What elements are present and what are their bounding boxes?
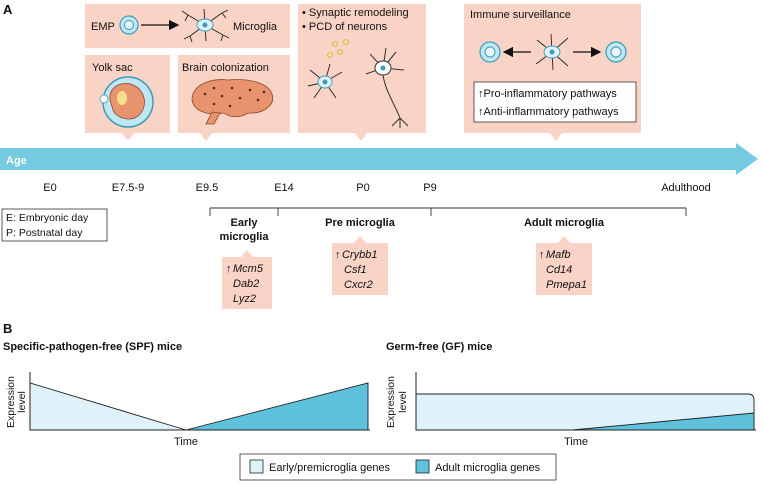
spf-ylabel-line2: level bbox=[16, 391, 28, 413]
tick-e0: E0 bbox=[43, 182, 56, 194]
tick-p9: P9 bbox=[423, 182, 436, 194]
tick-e14: E14 bbox=[274, 182, 294, 194]
adult-genes-arrow: ↑ bbox=[539, 249, 545, 261]
stage-adult-microglia: Adult microglia ↑ Mafb Cd14 Pmepa1 bbox=[524, 217, 605, 295]
embryonic-day-legend: E: Embryonic day bbox=[6, 212, 89, 224]
brain-colonization-box: Brain colonization bbox=[178, 55, 290, 141]
brain-icon bbox=[191, 79, 274, 125]
synaptic-remodeling-box: • Synaptic remodeling • PCD of neurons bbox=[298, 4, 426, 141]
panel-a-label: A bbox=[3, 2, 13, 17]
stage-pre-title: Pre microglia bbox=[325, 217, 396, 229]
early-genes-box bbox=[222, 257, 272, 309]
age-label: Age bbox=[6, 155, 27, 167]
spf-early-genes-area bbox=[29, 382, 187, 431]
spf-ylabel-line1: Expression bbox=[5, 376, 17, 428]
gf-ylabel-line2: level bbox=[397, 391, 409, 413]
gene-legend: Early/premicroglia genes Adult microglia… bbox=[239, 453, 557, 481]
spf-plot: Expression level Time bbox=[5, 372, 370, 448]
timepoint-labels: E0 E7.5-9 E9.5 E14 P0 P9 Adulthood bbox=[43, 182, 711, 194]
age-timeline: Age bbox=[0, 143, 758, 175]
stage-early-title-line2: microglia bbox=[220, 231, 270, 243]
surveillance-microglia-icon bbox=[535, 33, 569, 71]
bullet-pcd-neurons: • PCD of neurons bbox=[302, 21, 388, 33]
tick-p0: P0 bbox=[356, 182, 369, 194]
pre-gene-2: Csf1 bbox=[344, 264, 367, 276]
pre-genes-box bbox=[332, 243, 388, 295]
legend-early-label: Early/premicroglia genes bbox=[269, 462, 391, 474]
yolk-sac-label: Yolk sac bbox=[92, 62, 133, 74]
microglia-cell-icon bbox=[181, 8, 230, 43]
legend-adult-label: Adult microglia genes bbox=[435, 462, 541, 474]
spf-xlabel: Time bbox=[174, 436, 198, 448]
anti-inflammatory-label: ↑Anti-inflammatory pathways bbox=[478, 106, 619, 118]
gf-plot: Expression level Time bbox=[385, 372, 756, 448]
gf-title: Germ-free (GF) mice bbox=[386, 341, 492, 353]
pre-gene-3: Cxcr2 bbox=[344, 279, 373, 291]
tick-e9-5: E9.5 bbox=[196, 182, 219, 194]
early-gene-3: Lyz2 bbox=[233, 293, 256, 305]
stage-bracket bbox=[209, 207, 687, 216]
pathways-box bbox=[473, 81, 637, 123]
emp-microglia-box: EMP Microglia bbox=[85, 4, 290, 48]
spf-title: Specific-pathogen-free (SPF) mice bbox=[3, 341, 182, 353]
gf-ylabel-line1: Expression bbox=[385, 376, 397, 428]
microglia-label: Microglia bbox=[233, 21, 278, 33]
stage-adult-title: Adult microglia bbox=[524, 217, 605, 229]
right-cell-icon bbox=[605, 41, 627, 63]
pre-genes-arrow: ↑ bbox=[335, 249, 341, 261]
immune-surveillance-box: Immune surveillance ↑Pro-inflammatory pa… bbox=[464, 4, 641, 141]
tick-adulthood: Adulthood bbox=[661, 182, 711, 194]
left-cell-icon bbox=[479, 41, 501, 63]
embryo-icon bbox=[99, 76, 154, 128]
immune-surveillance-label: Immune surveillance bbox=[470, 9, 571, 21]
emp-cell-icon bbox=[119, 15, 139, 35]
tick-e7-5-9: E7.5-9 bbox=[112, 182, 144, 194]
adult-gene-1: Mafb bbox=[546, 249, 570, 261]
adult-gene-2: Cd14 bbox=[546, 264, 572, 276]
pre-gene-1: Crybb1 bbox=[342, 249, 377, 261]
early-gene-2: Dab2 bbox=[233, 278, 259, 290]
early-genes-arrow: ↑ bbox=[226, 263, 232, 275]
synapse-dots-icon bbox=[327, 39, 349, 58]
spf-adult-genes-area bbox=[185, 382, 369, 431]
day-legend-box: E: Embryonic day P: Postnatal day bbox=[1, 208, 108, 242]
stage-pre-microglia: Pre microglia ↑ Crybb1 Csf1 Cxcr2 bbox=[325, 217, 396, 295]
adult-genes-box bbox=[536, 243, 592, 295]
legend-swatch-early bbox=[249, 459, 264, 474]
gf-xlabel: Time bbox=[564, 436, 588, 448]
pro-inflammatory-label: ↑Pro-inflammatory pathways bbox=[478, 88, 617, 100]
microglia-pruning-icon bbox=[307, 63, 343, 99]
early-gene-1: Mcm5 bbox=[233, 263, 264, 275]
legend-swatch-adult bbox=[415, 459, 430, 474]
brain-colonization-label: Brain colonization bbox=[182, 62, 269, 74]
neuron-icon bbox=[365, 47, 409, 128]
postnatal-day-legend: P: Postnatal day bbox=[6, 227, 83, 239]
bullet-synaptic-remodeling: • Synaptic remodeling bbox=[302, 7, 409, 19]
panel-b-label: B bbox=[3, 321, 12, 336]
stage-early-title-line1: Early bbox=[231, 217, 259, 229]
yolk-sac-box: Yolk sac bbox=[85, 55, 170, 141]
adult-gene-3: Pmepa1 bbox=[546, 279, 587, 291]
emp-label: EMP bbox=[91, 21, 115, 33]
stage-early-microglia: Early microglia ↑ Mcm5 Dab2 Lyz2 bbox=[220, 217, 272, 309]
